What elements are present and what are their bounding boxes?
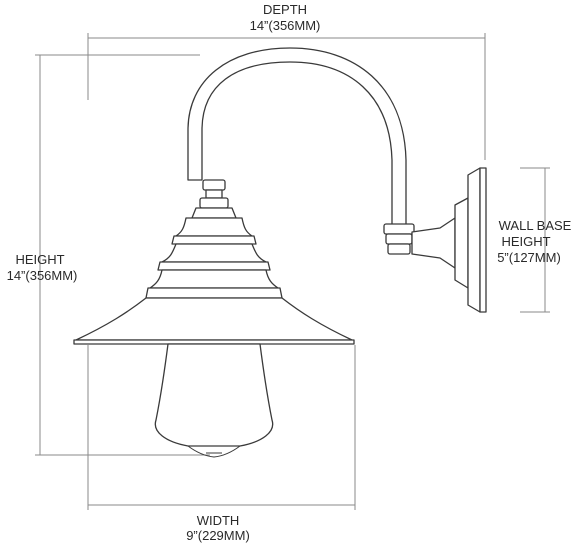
wall-base-value: 5”(127MM): [497, 250, 561, 265]
depth-value: 14”(356MM): [249, 18, 321, 33]
tiered-hood: [73, 217, 355, 345]
width-value: 9”(229MM): [186, 528, 250, 543]
height-dimension-lines: [35, 54, 210, 456]
gooseneck-arm: [187, 47, 415, 255]
height-value: 14”(356MM): [6, 268, 78, 283]
neck-fitter: [191, 179, 237, 219]
wall-base-dimension-lines: [520, 167, 550, 313]
wall-base-label-line2: HEIGHT: [501, 234, 551, 249]
width-dimension-lines: [87, 345, 356, 510]
glass-globe: [154, 343, 274, 458]
depth-dimension-lines: [87, 33, 486, 160]
wall-base-label-line1: WALL BASE: [498, 218, 572, 233]
height-label: HEIGHT: [15, 252, 65, 267]
wall-base: [411, 167, 487, 313]
width-label: WIDTH: [196, 513, 240, 528]
depth-label: DEPTH: [262, 2, 308, 17]
